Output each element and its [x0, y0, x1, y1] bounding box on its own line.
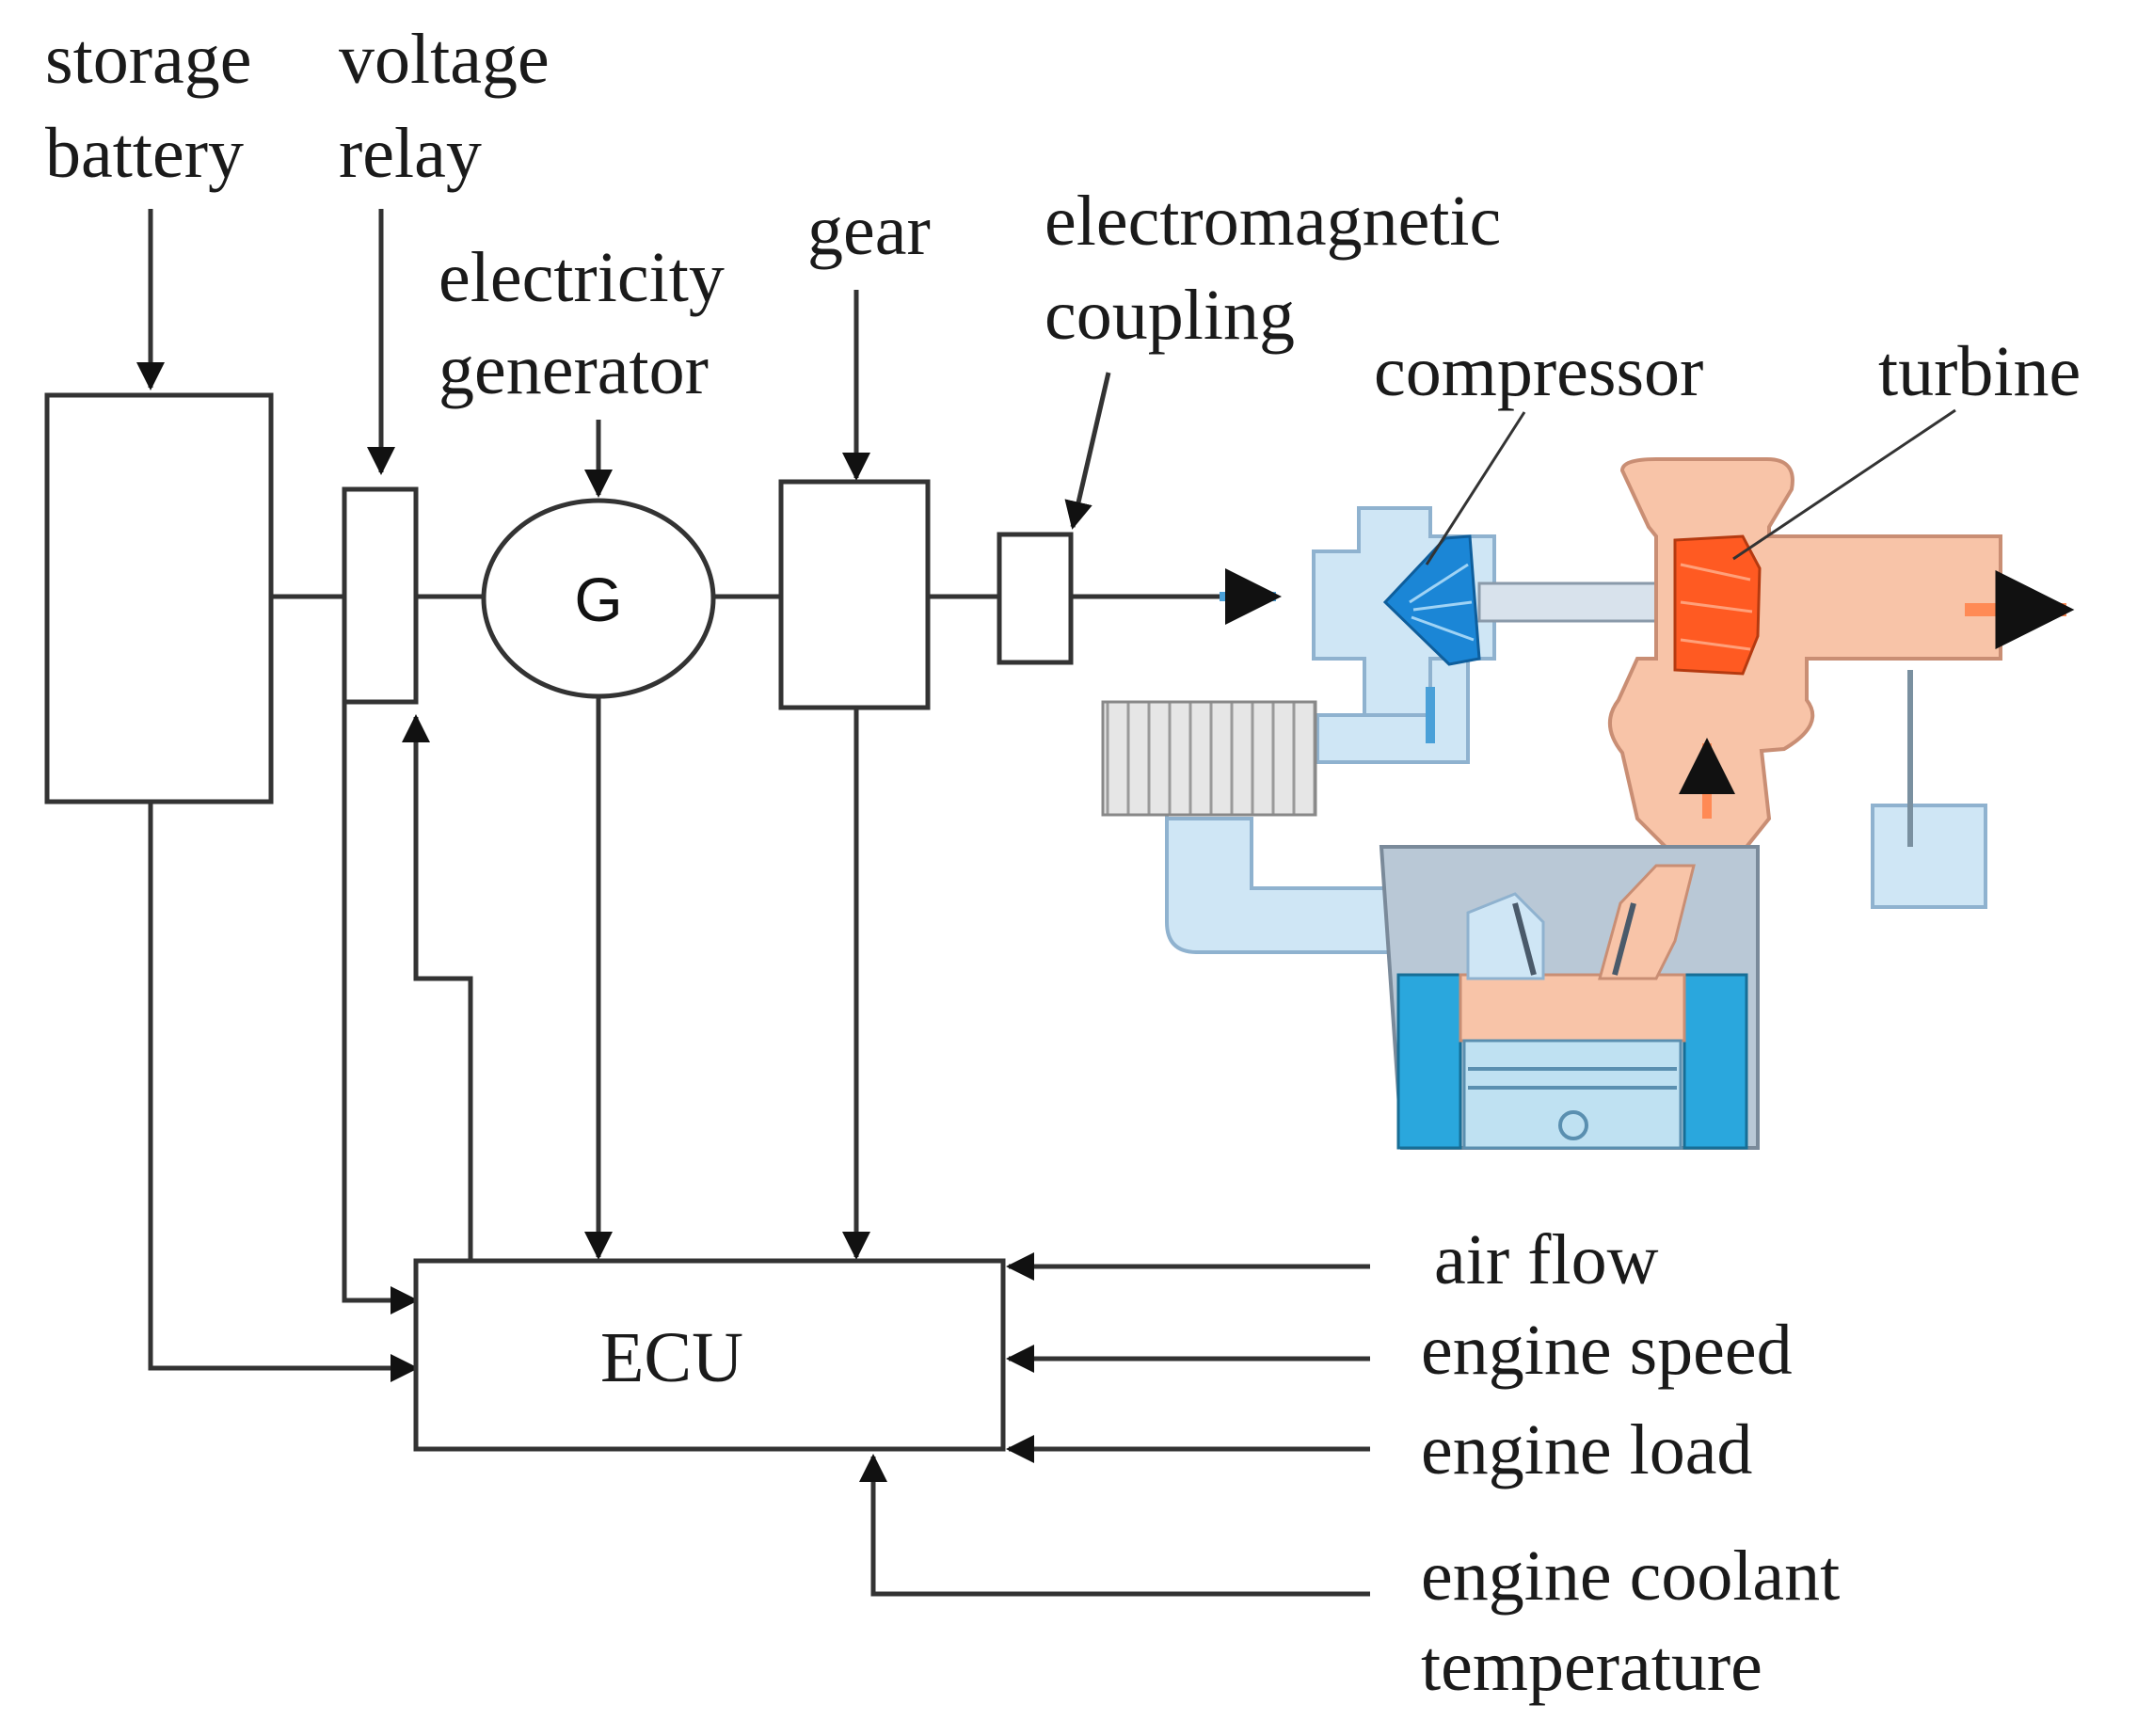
intake-port — [1466, 892, 1545, 980]
generator-symbol: G — [574, 565, 622, 634]
turbine-wheel — [1673, 534, 1762, 676]
wastegate-actuator — [1871, 804, 1987, 909]
coolant-temp-input-arrow — [859, 1454, 1370, 1597]
electromagnetic-coupling-box — [997, 532, 1074, 665]
cylinder-wall-right — [1683, 973, 1748, 1150]
air-flow-label: air flow — [1434, 1220, 1659, 1299]
svg-text:engine coolant: engine coolant — [1421, 1537, 1840, 1616]
combustion-chamber — [1459, 973, 1686, 1043]
svg-text:temperature: temperature — [1421, 1627, 1762, 1706]
svg-text:battery: battery — [45, 114, 244, 193]
svg-text:electromagnetic: electromagnetic — [1045, 182, 1501, 261]
gear-box — [778, 479, 931, 710]
exhaust-valve — [1612, 902, 1636, 976]
gear-label: gear — [807, 191, 931, 270]
storage-battery-box — [44, 392, 274, 804]
intercooler — [1101, 700, 1317, 817]
cylinder-wall-left — [1396, 973, 1462, 1150]
coupling-pointer-arrow — [1064, 372, 1111, 530]
storage-battery-label: storage battery — [45, 20, 251, 193]
electromagnetic-coupling-label: electromagnetic coupling — [1045, 182, 1501, 355]
voltage-relay-label: voltage relay — [339, 20, 550, 193]
compressor-leader-line — [1425, 411, 1526, 565]
intake-valve — [1512, 902, 1537, 976]
battery-to-ecu-wire — [148, 802, 419, 1382]
svg-text:voltage: voltage — [339, 20, 550, 99]
ecu-to-relay-wire — [402, 714, 473, 1261]
voltage-relay-box — [342, 486, 419, 705]
svg-text:electricity: electricity — [439, 238, 725, 317]
turbine-leader-line — [1732, 408, 1956, 561]
ecu-label: ECU — [600, 1318, 743, 1397]
turbocharger-engine-illustration — [1101, 457, 2075, 1150]
piston — [1462, 1039, 1683, 1150]
relay-to-ecu-wire — [342, 702, 419, 1314]
svg-text:storage: storage — [45, 20, 251, 99]
electricity-generator-label: electricity generator — [439, 238, 725, 409]
engine-load-label: engine load — [1421, 1410, 1752, 1489]
compressor-label: compressor — [1374, 332, 1703, 411]
turbine-label: turbine — [1878, 332, 2081, 411]
svg-text:generator: generator — [439, 330, 709, 409]
svg-text:coupling: coupling — [1045, 276, 1295, 355]
engine-coolant-temperature-label: engine coolant temperature — [1421, 1537, 1840, 1706]
engine-speed-label: engine speed — [1421, 1311, 1793, 1390]
ecu-box — [413, 1258, 1006, 1452]
svg-text:relay: relay — [339, 114, 482, 193]
